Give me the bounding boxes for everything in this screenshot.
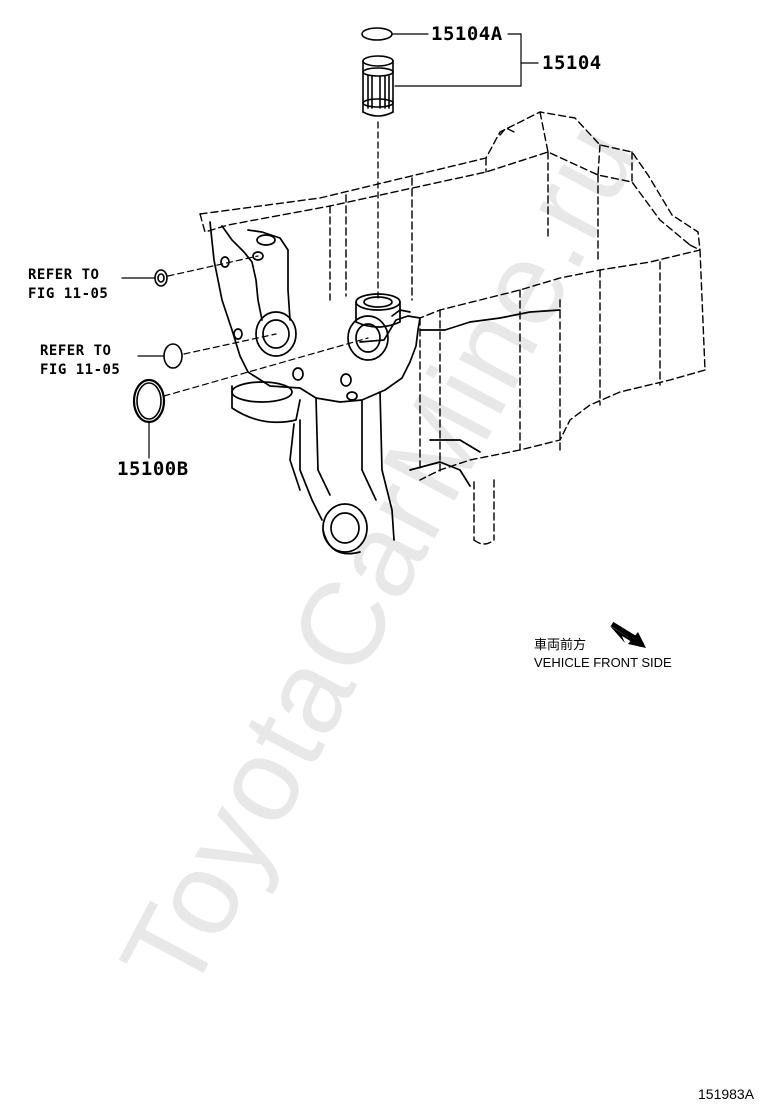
assembly-line-o-ring-mid [183,333,277,355]
o-ring-15100b [132,378,166,424]
label-refer-mid-line2: FIG 11-05 [40,362,121,378]
oil-strainer-15104 [362,55,394,117]
label-refer-top-line2: FIG 11-05 [28,286,109,302]
orientation-english: VEHICLE FRONT SIDE [534,655,672,670]
label-refer-mid-line1: REFER TO [40,343,112,359]
figure-code: 151983A [698,1086,755,1102]
label-15100b: 15100B [117,458,189,480]
o-ring-15104a [361,27,393,41]
label-15104a: 15104A [431,23,503,45]
vehicle-front-arrow-icon [610,621,646,648]
leader-15104 [391,33,539,87]
orientation-japanese: 車両前方 [534,637,587,652]
bottom-boss [322,503,368,553]
pump-port-right [347,315,389,361]
pump-port-left [255,311,297,357]
assembly-line-washer [167,255,259,277]
assembly-line-o-ring-15100b [163,337,369,397]
washer-refer-top [154,269,168,287]
front-housing [209,221,561,555]
label-15104: 15104 [542,52,602,74]
label-refer-top-line1: REFER TO [28,267,100,283]
o-ring-refer-mid [163,343,183,369]
oil-pan-body [199,111,706,545]
